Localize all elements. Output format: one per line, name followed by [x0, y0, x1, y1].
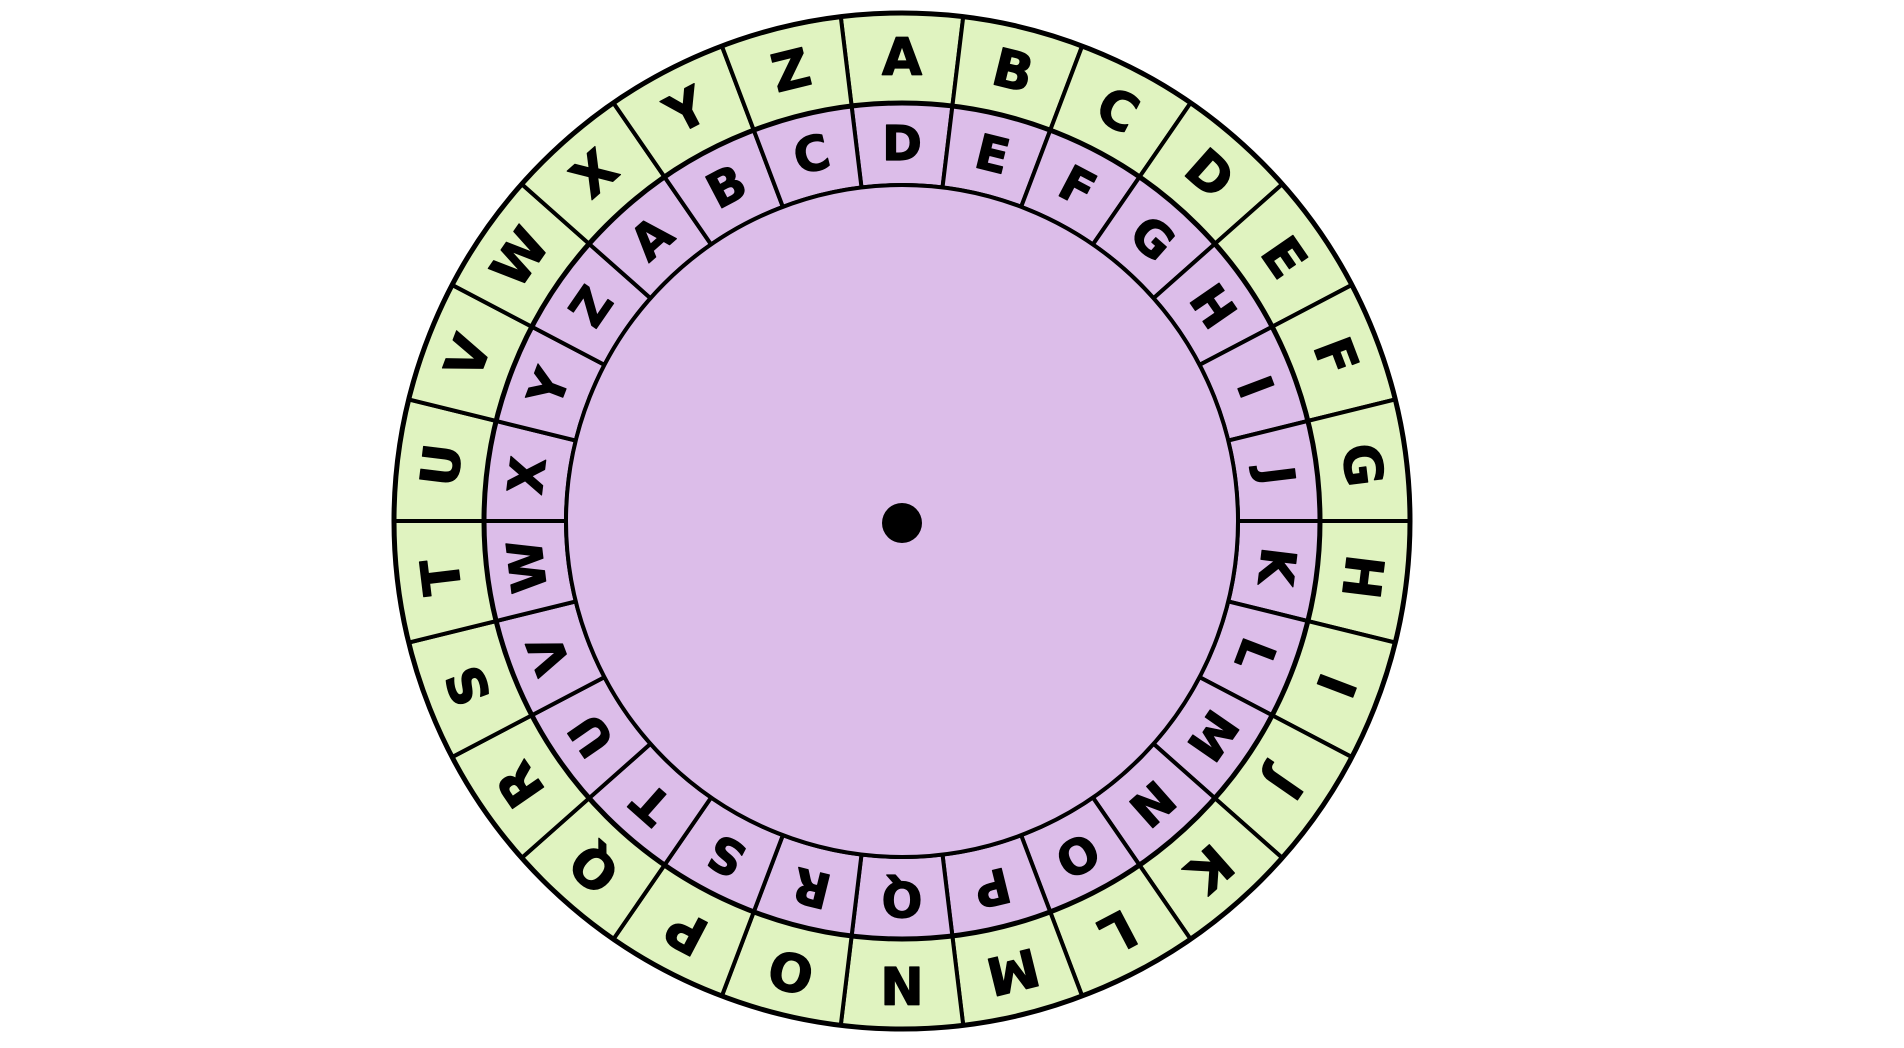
inner-ring-border: [481, 100, 1323, 942]
outer-ring-segment-f: F: [1270, 282, 1398, 423]
outer-ring-letter: N: [880, 954, 924, 1014]
outer-ring-segment-a: A: [838, 11, 966, 109]
outer-ring-segment-v: V: [406, 282, 534, 423]
inner-ring-segment-e: E: [940, 104, 1053, 209]
outer-ring-letter: H: [1329, 552, 1394, 602]
outer-ring-segment-t: T: [392, 519, 499, 645]
inner-ring-segment-y: Y: [494, 324, 607, 443]
inner-ring-letter: Q: [882, 870, 923, 926]
outer-ring-segment-g: G: [1305, 397, 1412, 523]
inner-ring-letter: X: [498, 454, 558, 497]
inner-ring-segment-q: Q: [849, 852, 955, 941]
inner-ring-segment-d: D: [849, 101, 955, 190]
outer-ring-letter: G: [1329, 440, 1394, 490]
outer-ring-segment-r: R: [450, 713, 592, 860]
outer-ring-letter: B: [986, 38, 1039, 106]
inner-ring-segment-w: W: [482, 519, 578, 624]
outer-ring-letter: U: [410, 441, 475, 490]
outer-ring-letter: A: [882, 28, 922, 88]
inner-ring-segment-j: J: [1226, 418, 1322, 523]
outer-ring-border: [391, 10, 1413, 1032]
outer-ring-segment-j: J: [1212, 713, 1354, 860]
outer-ring-segment-z: Z: [719, 14, 854, 133]
outer-ring-segment-o: O: [719, 909, 854, 1028]
outer-ring-segment-d: D: [1137, 100, 1285, 246]
outer-ring-segment-n: N: [838, 933, 966, 1031]
outer-ring-letter: T: [410, 555, 474, 598]
inner-ring-letter: D: [882, 116, 922, 172]
outer-ring-segment-e: E: [1212, 182, 1354, 329]
inner-ring-segment-p: P: [940, 833, 1053, 938]
inner-ring-segment-x: X: [482, 418, 578, 523]
inner-ring-letter: W: [497, 537, 559, 596]
inner-ring-segment-c: C: [751, 104, 864, 209]
center-pivot-dot: [882, 503, 922, 543]
outer-ring-segment-k: K: [1137, 796, 1285, 942]
outer-ring-segment-y: Y: [611, 44, 756, 179]
outer-ring-segment-q: Q: [519, 796, 667, 942]
